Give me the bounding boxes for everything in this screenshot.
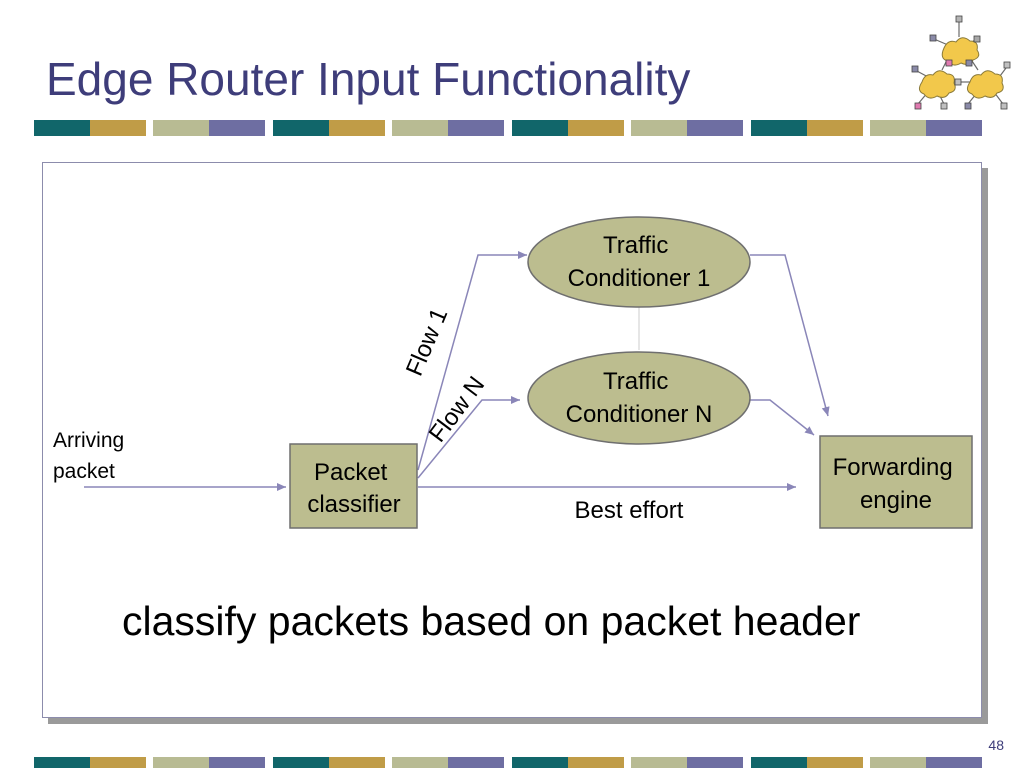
forwarding-label-line1: Forwarding: [833, 454, 953, 481]
arriving-packet-label: Arriving packet: [53, 429, 130, 483]
packet-classifier-box: Packet classifier: [289, 443, 418, 529]
flowN-connector: [417, 396, 520, 479]
slide-title: Edge Router Input Functionality: [46, 53, 691, 105]
top-color-stripe: [0, 120, 1024, 136]
flow-n-label: Flow N: [424, 372, 491, 448]
traffic-conditioner-1: Traffic Conditioner 1: [527, 216, 751, 308]
best-effort-label: Best effort: [575, 497, 684, 524]
arriving-label-line1: Arriving: [53, 429, 124, 452]
classifier-label-line2: classifier: [307, 491, 400, 518]
conditionerN-label-line2: Conditioner N: [566, 401, 713, 428]
network-logo-icon: [906, 12, 1016, 112]
conditioner1-to-engine-connector: [750, 254, 830, 417]
page-number: 48: [988, 737, 1004, 753]
conditioner1-label-line1: Traffic: [603, 232, 668, 259]
slide-caption: classify packets based on packet header: [122, 598, 861, 644]
bottom-color-stripe: [0, 757, 1024, 768]
flow-1-label: Flow 1: [401, 304, 453, 380]
svg-text:Traffic Conditioner N: Traffic Conditioner N: [566, 368, 713, 428]
forwarding-engine-box: Forwarding engine: [819, 435, 973, 529]
svg-text:Traffic Conditioner 1: Traffic Conditioner 1: [568, 232, 711, 292]
conditioner1-label-line2: Conditioner 1: [568, 265, 711, 292]
svg-text:Forwarding engine: Forwarding engine: [833, 454, 960, 514]
flow1-connector: [417, 251, 527, 471]
classifier-label-line1: Packet: [314, 459, 388, 486]
traffic-conditioner-n: Traffic Conditioner N: [527, 351, 751, 445]
forwarding-label-line2: engine: [860, 487, 932, 514]
conditionerN-label-line1: Traffic: [603, 368, 668, 395]
conditionerN-to-engine-connector: [745, 399, 815, 436]
arriving-label-line2: packet: [53, 460, 115, 483]
svg-text:Packet classifier: Packet classifier: [307, 459, 400, 518]
